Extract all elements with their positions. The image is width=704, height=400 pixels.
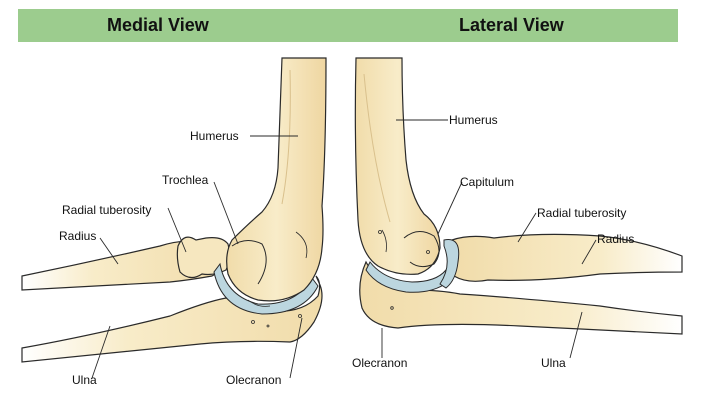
title-bar: Medial View Lateral View (18, 9, 678, 42)
label-lateral-radius: Radius (597, 232, 635, 246)
label-trochlea: Trochlea (162, 173, 209, 187)
label-medial-humerus: Humerus (190, 129, 239, 143)
label-medial-radius: Radius (59, 229, 97, 243)
medial-humerus-bone (226, 57, 327, 302)
lateral-ulna-bone (359, 260, 683, 335)
lateral-radial-head-cartilage (439, 238, 460, 289)
label-capitulum: Capitulum (460, 175, 515, 189)
label-medial-ulna: Ulna (72, 373, 97, 387)
medial-trochlear-cartilage (213, 262, 319, 315)
label-medial-olecranon: Olecranon (226, 373, 282, 387)
label-lateral-olecranon: Olecranon (352, 356, 408, 370)
medial-view-title: Medial View (107, 15, 209, 35)
medial-view-drawing (21, 57, 327, 363)
leader-lines (91, 119, 597, 379)
label-lateral-radial-tuberosity: Radial tuberosity (537, 206, 627, 220)
label-lateral-ulna: Ulna (541, 356, 566, 370)
lateral-radius-bone (451, 233, 683, 282)
label-medial-radial-tuberosity: Radial tuberosity (62, 203, 152, 217)
medial-ulna-bone (21, 275, 323, 363)
lateral-humerus-bone (354, 57, 441, 275)
label-lateral-humerus: Humerus (449, 113, 498, 127)
lateral-view-drawing (354, 57, 683, 335)
medial-radial-head (176, 236, 231, 279)
lateral-view-title: Lateral View (459, 15, 564, 35)
